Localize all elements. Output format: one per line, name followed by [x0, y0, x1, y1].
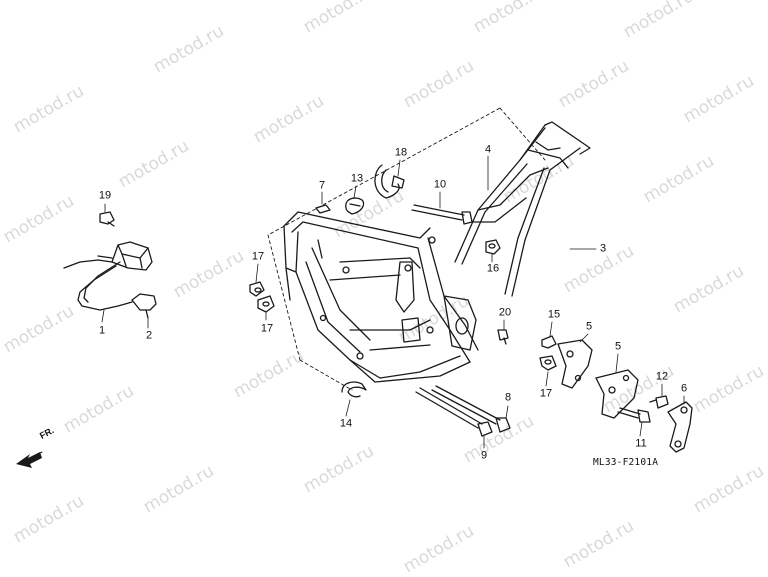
callout-3: 3 [599, 242, 607, 255]
nut-16 [486, 240, 500, 254]
assembly-outline [268, 108, 545, 390]
clip-7 [316, 205, 330, 213]
callout-14: 14 [339, 417, 353, 430]
main-frame [284, 212, 478, 382]
collar-17-a [250, 282, 264, 296]
diagram-code: ML33-F2101A [593, 457, 659, 468]
callout-12: 12 [655, 370, 669, 383]
front-arrow-icon [16, 452, 42, 468]
bolt-20 [498, 330, 508, 344]
callout-20: 20 [498, 306, 512, 319]
callout-15: 15 [547, 308, 561, 321]
callout-17: 17 [251, 250, 265, 263]
band-18 [375, 165, 404, 198]
band-13 [346, 198, 364, 214]
bolt-10 [412, 205, 472, 224]
callout-17: 17 [260, 322, 274, 335]
callout-18: 18 [394, 146, 408, 159]
bolt-12 [650, 396, 668, 408]
callout-5: 5 [614, 340, 622, 353]
callout-4: 4 [484, 143, 492, 156]
callout-9: 9 [480, 449, 488, 462]
callout-5: 5 [585, 320, 593, 333]
bolt-8 [432, 386, 510, 432]
callout-13: 13 [350, 172, 364, 185]
callout-11: 11 [635, 437, 647, 450]
callout-1: 1 [98, 324, 106, 337]
bolt-19 [100, 212, 114, 226]
leader-lines [102, 156, 684, 448]
callout-7: 7 [318, 179, 326, 192]
hanger-plate-5-b [596, 370, 638, 418]
callout-8: 8 [504, 391, 512, 404]
callout-16: 16 [486, 262, 500, 275]
callout-19: 19 [98, 189, 112, 202]
callout-17: 17 [539, 387, 553, 400]
nut-17-b [258, 296, 274, 312]
bolt-11 [618, 408, 650, 422]
callout-10: 10 [433, 178, 447, 191]
bolt-9 [416, 388, 492, 436]
sub-frame [455, 122, 590, 296]
ignition-coil [64, 242, 156, 318]
nut-15 [542, 336, 556, 348]
collar-17-c [540, 356, 556, 370]
callout-2: 2 [145, 329, 153, 342]
hanger-plate-5-a [558, 340, 592, 388]
link-6 [668, 402, 692, 452]
callout-6: 6 [680, 382, 688, 395]
band-14 [342, 382, 366, 397]
